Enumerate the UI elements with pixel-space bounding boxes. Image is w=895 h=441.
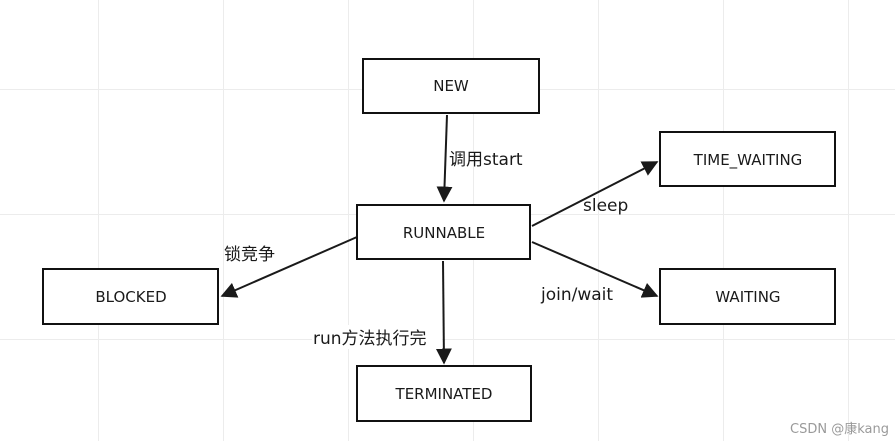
state-terminated-label: TERMINATED <box>395 385 493 403</box>
edge-runnable-to-time-waiting <box>531 161 659 227</box>
state-blocked: BLOCKED <box>42 268 219 325</box>
edge-runnable-to-blocked <box>220 236 358 298</box>
state-time-waiting: TIME_WAITING <box>659 131 836 187</box>
edge-new-to-runnable <box>436 114 453 203</box>
edge-runnable-to-terminated <box>435 260 452 365</box>
state-new-label: NEW <box>433 77 469 95</box>
label-run-complete: run方法执行完 <box>313 329 427 349</box>
state-new: NEW <box>362 58 540 114</box>
state-time-waiting-label: TIME_WAITING <box>693 151 803 170</box>
state-waiting-label: WAITING <box>715 288 780 306</box>
label-call-start: 调用start <box>449 150 523 170</box>
state-blocked-label: BLOCKED <box>95 288 166 306</box>
state-terminated: TERMINATED <box>356 365 532 422</box>
state-waiting: WAITING <box>659 268 836 325</box>
label-lock-contention: 锁竞争 <box>224 245 275 265</box>
state-runnable-label: RUNNABLE <box>403 224 485 242</box>
label-sleep: sleep <box>583 196 628 216</box>
label-join-wait: join/wait <box>540 285 613 305</box>
edge-runnable-to-waiting <box>531 241 659 298</box>
state-runnable: RUNNABLE <box>356 204 531 260</box>
csdn-watermark: CSDN @康kang <box>790 422 889 437</box>
